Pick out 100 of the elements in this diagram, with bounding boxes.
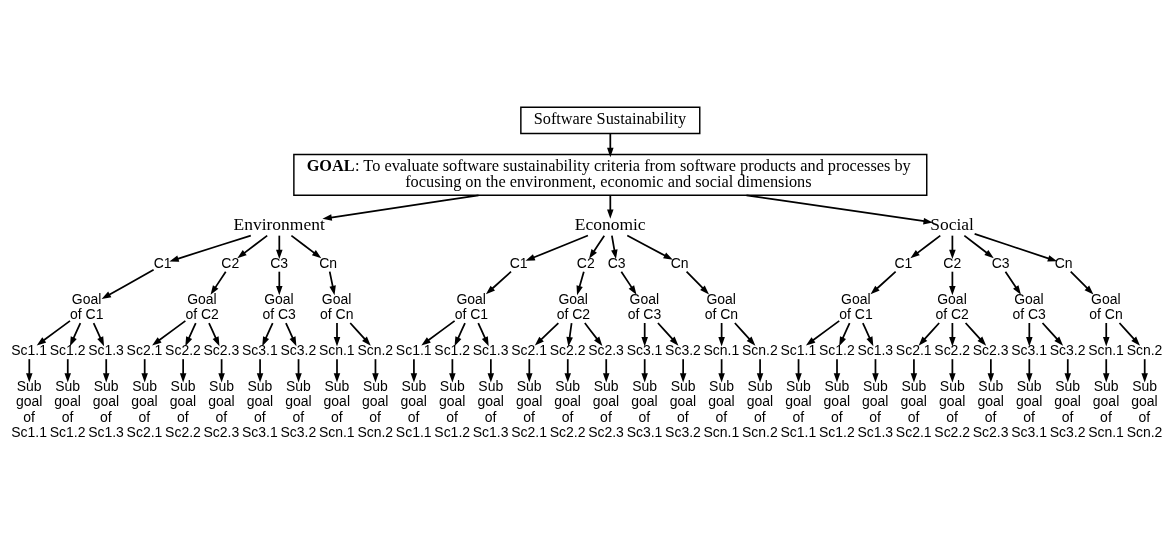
arrow bbox=[141, 358, 148, 383]
arrow bbox=[477, 322, 489, 347]
arrow bbox=[607, 132, 614, 158]
node-text: Sub goal of Sc3.1 bbox=[626, 378, 663, 440]
node-text: Sub goal of Sc2.1 bbox=[895, 378, 932, 440]
node-text: Sc3.2 bbox=[280, 342, 317, 359]
arrow bbox=[26, 358, 33, 383]
arrow bbox=[607, 194, 614, 219]
node-text: Sub goal of Sc2.1 bbox=[511, 378, 547, 440]
node-text: Sc1.2 bbox=[434, 342, 471, 359]
arrow bbox=[1026, 358, 1033, 383]
node-text: C1 bbox=[509, 254, 528, 271]
node-text: Sub goal of Sc1.1 bbox=[395, 378, 432, 440]
arrow bbox=[101, 268, 155, 299]
node-text: Cn bbox=[1054, 254, 1073, 271]
node-text: Sub goal of Scn.2 bbox=[1126, 378, 1163, 440]
arrow bbox=[566, 322, 573, 347]
node-text: Sub goal of Sc2.1 bbox=[126, 378, 163, 440]
node-text: Sub goal of Sc3.2 bbox=[280, 378, 317, 440]
arrow bbox=[973, 233, 1058, 262]
arrow bbox=[583, 322, 603, 346]
node-text: Sub goal of Sc1.3 bbox=[857, 378, 894, 440]
arrow bbox=[685, 270, 710, 295]
node-text: Sc2.1 bbox=[126, 342, 163, 359]
node-text: Scn.2 bbox=[742, 342, 778, 359]
arrow bbox=[1141, 358, 1148, 383]
arrow bbox=[534, 322, 560, 346]
arrow bbox=[1102, 358, 1110, 383]
node-text: Sub goal of Sc1.1 bbox=[780, 378, 817, 440]
arrow bbox=[185, 322, 197, 347]
arrow bbox=[262, 322, 274, 347]
arrow bbox=[454, 322, 466, 347]
arrow bbox=[237, 234, 269, 259]
arrow bbox=[290, 234, 322, 259]
arrow bbox=[641, 358, 648, 383]
arrow bbox=[657, 322, 679, 346]
node-text: C1 bbox=[894, 254, 913, 271]
arrow bbox=[620, 270, 637, 295]
node-text: Sc2.3 bbox=[203, 342, 240, 359]
arrow bbox=[870, 270, 897, 295]
arrow bbox=[1041, 322, 1064, 346]
node-text: C2 bbox=[221, 254, 240, 271]
node-text: Sub goal of Sc3.1 bbox=[1011, 378, 1047, 440]
node-text: C3 bbox=[607, 254, 626, 271]
arrow bbox=[322, 194, 480, 221]
node-text: Sc3.2 bbox=[665, 342, 701, 359]
node-text: Sub goal of Sc1.3 bbox=[472, 378, 509, 440]
arrow bbox=[210, 270, 227, 295]
arrow bbox=[910, 234, 942, 259]
arrow bbox=[756, 358, 764, 383]
node-text: Goal of C1 bbox=[70, 290, 104, 322]
arrow bbox=[276, 270, 283, 296]
arrow bbox=[256, 358, 264, 383]
node-text: C3 bbox=[991, 254, 1010, 271]
arrow bbox=[1064, 358, 1072, 383]
node-text: Sub goal of Sc3.2 bbox=[665, 378, 701, 440]
node-text: Scn.2 bbox=[357, 342, 394, 359]
node-text: Sc2.3 bbox=[588, 342, 624, 359]
node-text: Sub goal of Sc2.3 bbox=[972, 378, 1009, 440]
node-text: Sub goal of Sc1.2 bbox=[818, 378, 855, 440]
arrow bbox=[589, 234, 606, 259]
arrow bbox=[421, 320, 456, 346]
arrow bbox=[333, 358, 341, 383]
arrow bbox=[410, 358, 418, 383]
arrow bbox=[679, 358, 687, 383]
node-text: Economic bbox=[574, 214, 646, 235]
arrow bbox=[208, 322, 220, 347]
node-box: Software Sustainability bbox=[520, 106, 701, 135]
node-text: Sub goal of Scn.2 bbox=[742, 378, 778, 440]
node-text: C2 bbox=[943, 254, 962, 271]
arrow bbox=[1004, 270, 1021, 295]
arrow bbox=[964, 322, 987, 346]
arrow bbox=[64, 358, 72, 383]
node-text: Scn.1 bbox=[703, 342, 740, 359]
node-text: Sc1.3 bbox=[857, 342, 894, 359]
node-text: Sc2.2 bbox=[549, 342, 586, 359]
arrow bbox=[861, 322, 874, 347]
node-text: Goal of C1 bbox=[839, 290, 873, 322]
node-text: Sc1.3 bbox=[88, 342, 124, 359]
node-text: Sc2.2 bbox=[165, 342, 201, 359]
node-text: Goal of C2 bbox=[185, 290, 219, 322]
arrow bbox=[179, 358, 187, 383]
arrow bbox=[69, 322, 82, 347]
node-text: Scn.2 bbox=[1126, 342, 1163, 359]
node-text: Goal of C3 bbox=[262, 290, 296, 322]
node-text: Sc1.2 bbox=[49, 342, 86, 359]
node-text: C2 bbox=[576, 254, 595, 271]
arrow bbox=[611, 234, 618, 260]
node-text: Sub goal of Sc1.2 bbox=[434, 378, 471, 440]
node-text: Sc3.1 bbox=[1011, 342, 1047, 359]
node-text: Sub goal of Scn.1 bbox=[318, 378, 355, 440]
node-text: Goal of Cn bbox=[1089, 290, 1123, 322]
arrow bbox=[602, 358, 610, 383]
node-text: Sub goal of Sc2.3 bbox=[203, 378, 240, 440]
node-text: C1 bbox=[153, 254, 172, 271]
node-text: Sub goal of Sc2.2 bbox=[165, 378, 201, 440]
arrow bbox=[564, 358, 572, 383]
arrow bbox=[963, 234, 994, 259]
node-text: Goal of Cn bbox=[320, 290, 354, 322]
arrow bbox=[485, 270, 512, 295]
